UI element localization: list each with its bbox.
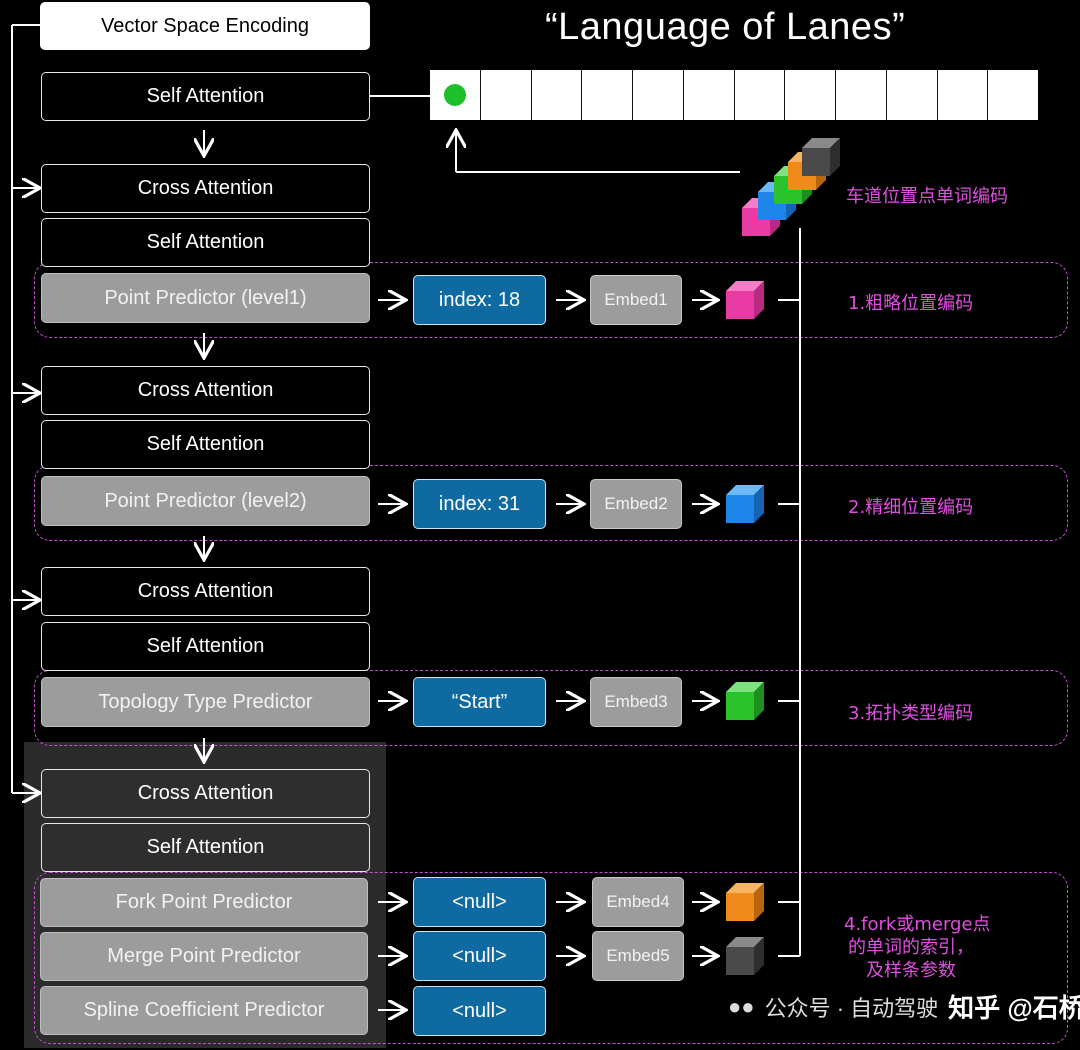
spline-coefficient-predictor: Spline Coefficient Predictor bbox=[40, 986, 368, 1035]
cross-attention-block: Cross Attention bbox=[41, 366, 370, 415]
output-spline: <null> bbox=[413, 986, 546, 1036]
embed5-block: Embed5 bbox=[592, 931, 684, 981]
step4-annotation-line3: 及样条参数 bbox=[866, 960, 956, 981]
cube-icon-green bbox=[726, 682, 764, 720]
diagram-title: “Language of Lanes” bbox=[545, 6, 906, 48]
token-cell bbox=[481, 70, 532, 120]
step1-annotation: 1.粗略位置编码 bbox=[848, 293, 974, 314]
embed3-block: Embed3 bbox=[590, 677, 682, 727]
cube-icon-orange bbox=[726, 883, 764, 921]
output-topology: “Start” bbox=[413, 677, 546, 727]
point-predictor-level1: Point Predictor (level1) bbox=[41, 273, 370, 323]
token-cell bbox=[938, 70, 989, 120]
output-level1: index: 18 bbox=[413, 275, 546, 325]
watermark: ●● 公众号 · 自动驾驶 知乎 @石桥 bbox=[728, 988, 1080, 1025]
cube-icon-gray bbox=[726, 937, 764, 975]
group-topology bbox=[34, 670, 1068, 746]
cross-attention-block: Cross Attention bbox=[41, 769, 370, 818]
output-fork: <null> bbox=[413, 877, 546, 927]
merge-point-predictor: Merge Point Predictor bbox=[40, 932, 368, 981]
output-level2: index: 31 bbox=[413, 479, 546, 529]
embed4-block: Embed4 bbox=[592, 877, 684, 927]
embedding-stack-icon bbox=[742, 138, 840, 236]
vector-space-encoding: Vector Space Encoding bbox=[40, 2, 370, 50]
cube-icon-blue bbox=[726, 485, 764, 523]
start-token-dot bbox=[444, 84, 466, 106]
token-cell bbox=[532, 70, 583, 120]
watermark-site: 知乎 @石桥 bbox=[948, 993, 1080, 1023]
output-merge: <null> bbox=[413, 931, 546, 981]
wechat-icon: ●● bbox=[728, 993, 755, 1019]
cross-attention-block: Cross Attention bbox=[41, 164, 370, 213]
watermark-channel: 公众号 · 自动驾驶 bbox=[764, 995, 939, 1021]
self-attention-block: Self Attention bbox=[41, 218, 370, 267]
self-attention-block: Self Attention bbox=[41, 823, 370, 872]
fork-point-predictor: Fork Point Predictor bbox=[40, 878, 368, 927]
cross-attention-block: Cross Attention bbox=[41, 567, 370, 616]
token-cell bbox=[633, 70, 684, 120]
token-cell bbox=[735, 70, 786, 120]
step4-annotation-line2: 的单词的索引， bbox=[848, 937, 974, 958]
step4-annotation-line1: 4.fork或merge点 bbox=[844, 914, 991, 935]
group-fork-merge bbox=[34, 872, 1068, 1044]
embed1-block: Embed1 bbox=[590, 275, 682, 325]
group-level2 bbox=[34, 465, 1068, 541]
embed2-block: Embed2 bbox=[590, 479, 682, 529]
cube-icon-pink bbox=[726, 281, 764, 319]
token-cell bbox=[785, 70, 836, 120]
token-cell bbox=[684, 70, 735, 120]
step3-annotation: 3.拓扑类型编码 bbox=[848, 703, 974, 724]
token-cell bbox=[582, 70, 633, 120]
token-cell bbox=[430, 70, 481, 120]
topology-type-predictor: Topology Type Predictor bbox=[41, 677, 370, 727]
stack-annotation: 车道位置点单词编码 bbox=[846, 186, 1008, 207]
self-attention-block: Self Attention bbox=[41, 420, 370, 469]
self-attention-block: Self Attention bbox=[41, 622, 370, 671]
token-sequence bbox=[430, 70, 1038, 120]
self-attention-block: Self Attention bbox=[41, 72, 370, 121]
step2-annotation: 2.精细位置编码 bbox=[848, 497, 974, 518]
group-level1 bbox=[34, 262, 1068, 338]
token-cell bbox=[887, 70, 938, 120]
point-predictor-level2: Point Predictor (level2) bbox=[41, 476, 370, 526]
token-cell bbox=[836, 70, 887, 120]
